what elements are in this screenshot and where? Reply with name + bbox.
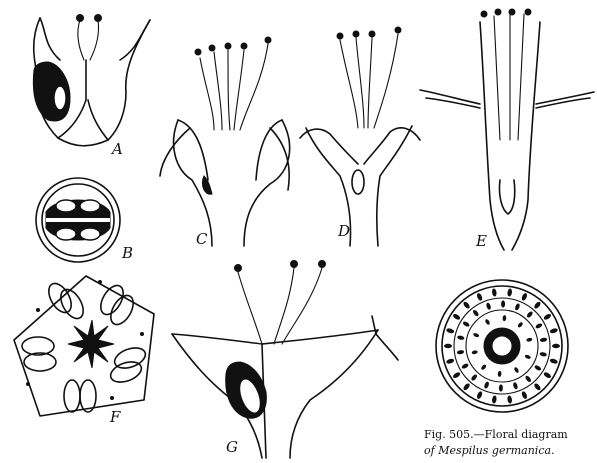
label-e: E [476, 234, 487, 249]
figure-c-flower-sepals-removed [160, 37, 290, 246]
diagram-dot [476, 391, 483, 400]
floral-diagram-mespilus [436, 280, 568, 412]
diagram-dot [507, 288, 512, 297]
diagram-dot [462, 382, 471, 391]
figure-f-pentagonal-section [14, 276, 154, 416]
figure-caption-line-2: of Mespilus germanica. [424, 444, 555, 457]
diagram-dot [502, 315, 506, 321]
figure-e-flower-side-view [420, 9, 594, 250]
diagram-dot [501, 300, 505, 307]
diagram-dot [533, 301, 542, 310]
diagram-dot [473, 332, 480, 338]
label-d: D [338, 224, 350, 239]
figure-f-locule-top [44, 280, 88, 323]
diagram-dot [462, 301, 471, 310]
diagram-dot [457, 335, 465, 340]
diagram-dot [471, 350, 478, 355]
diagram-dot [457, 350, 465, 355]
label-f: F [110, 410, 120, 425]
diagram-dot [517, 321, 524, 328]
diagram-dot [526, 310, 534, 318]
figure-f-locule-bottom [64, 380, 96, 412]
diagram-dot [499, 384, 503, 391]
diagram-dot [472, 309, 480, 317]
diagram-dot [524, 354, 531, 360]
diagram-dot [512, 382, 518, 390]
diagram-dot [539, 352, 547, 357]
diagram-dot [480, 364, 487, 371]
diagram-dot [521, 292, 528, 301]
diagram-dot [492, 395, 497, 404]
diagram-dot [521, 391, 528, 400]
diagram-dot [549, 328, 558, 334]
figure-g-flower-section [172, 261, 398, 459]
diagram-dot [446, 358, 455, 364]
diagram-dot [462, 321, 470, 328]
diagram-dot [470, 373, 478, 381]
diagram-dot [483, 381, 489, 389]
figure-f-locule-left [22, 337, 56, 371]
label-g: G [226, 440, 238, 455]
diagram-dot [514, 303, 520, 311]
diagram-dot [535, 322, 543, 329]
diagram-dot [543, 371, 552, 379]
diagram-dot [476, 292, 483, 301]
diagram-dot [549, 358, 558, 364]
figure-d-flower-longitudinal [300, 27, 420, 246]
figure-a-ovary-section [33, 15, 150, 146]
diagram-dot [540, 337, 548, 342]
diagram-dot [452, 371, 461, 379]
label-c: C [196, 232, 207, 247]
figure-f-locule-right [108, 344, 148, 386]
diagram-dot [507, 395, 512, 404]
diagram-dot [484, 319, 490, 326]
diagram-dot [492, 288, 497, 297]
diagram-dot [452, 313, 461, 321]
diagram-dot [498, 371, 502, 377]
label-b: B [122, 246, 133, 261]
label-a: A [112, 142, 123, 157]
figure-b-ovary-cross-section [36, 178, 120, 262]
diagram-dot [486, 302, 492, 310]
diagram-dot [526, 337, 533, 342]
diagram-dot [444, 344, 452, 348]
diagram-dot [543, 313, 552, 321]
diagram-dot [552, 344, 560, 348]
diagram-dot [513, 367, 519, 374]
figure-f-locule-top-right [96, 282, 138, 329]
diagram-dot [446, 328, 455, 334]
figure-caption-line-1: Fig. 505.—Floral diagram [424, 428, 568, 441]
diagram-dot [534, 364, 542, 371]
diagram-dot [524, 375, 532, 383]
diagram-dot [533, 382, 542, 391]
diagram-dot [461, 363, 469, 370]
